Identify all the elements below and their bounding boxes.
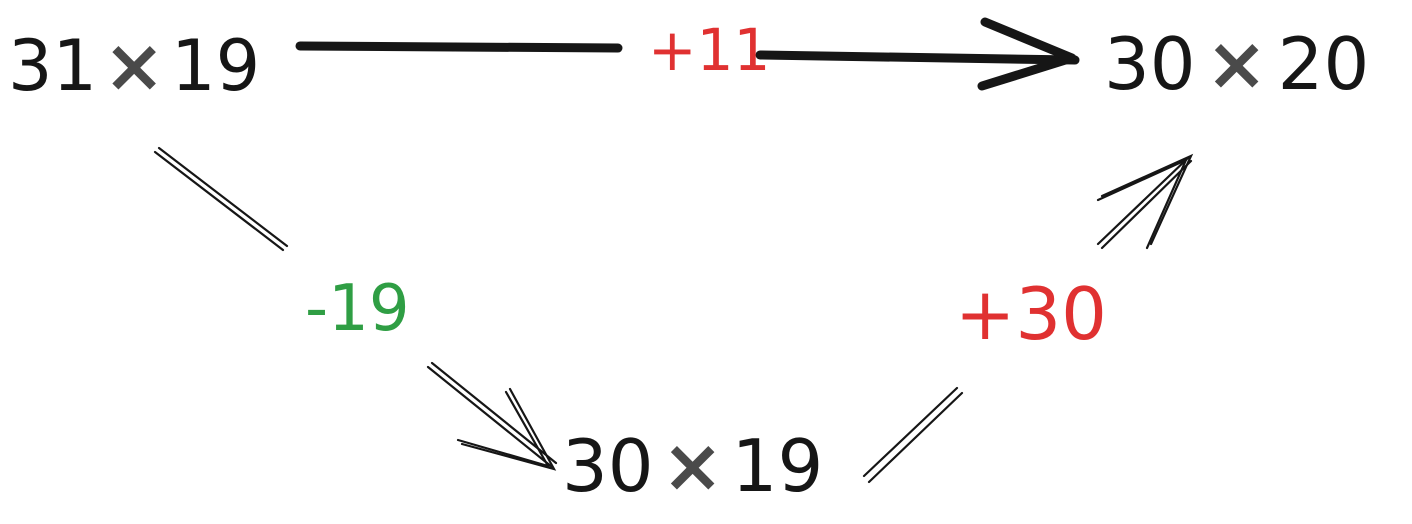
node-start: 31 × 19 bbox=[8, 23, 261, 109]
node-end: 30 × 20 bbox=[1104, 21, 1370, 107]
arrow-up-line-d bbox=[1100, 159, 1193, 250]
node-end-left-operand: 30 bbox=[1104, 22, 1196, 106]
edge-down-label: -19 bbox=[305, 272, 410, 346]
node-start-left-operand: 31 bbox=[8, 25, 98, 107]
node-end-times-operator: × bbox=[1205, 21, 1268, 107]
node-middle-times-operator: × bbox=[661, 423, 724, 509]
node-middle-left-operand: 30 bbox=[562, 424, 654, 508]
arrow-up-line-a bbox=[862, 386, 959, 478]
node-end-right-operand: 20 bbox=[1277, 22, 1370, 106]
arrow-down-line-d bbox=[430, 361, 558, 465]
arrow-up-head-b bbox=[1100, 153, 1194, 246]
arrow-down-line-b bbox=[157, 146, 289, 248]
arrow-direct bbox=[295, 17, 1080, 91]
arrow-up-head-a bbox=[1096, 157, 1189, 250]
node-middle-right-operand: 19 bbox=[731, 424, 824, 508]
node-start-times-operator: × bbox=[103, 23, 166, 109]
arrow-down-line-a bbox=[153, 150, 285, 252]
arrow-down bbox=[153, 146, 558, 471]
arrow-direct-head bbox=[977, 17, 1077, 91]
edge-direct-label: +11 bbox=[648, 16, 771, 84]
edge-up-label: +30 bbox=[955, 272, 1107, 356]
arrow-down-head-b bbox=[460, 387, 557, 471]
arrow-direct-shaft-right bbox=[755, 50, 1080, 65]
arrow-down-head-a bbox=[456, 390, 551, 468]
arrow-direct-shaft-left bbox=[295, 41, 623, 53]
arrow-up-line-c bbox=[1096, 156, 1190, 246]
arrow-up bbox=[862, 153, 1194, 484]
arrow-down-line-c bbox=[426, 365, 554, 469]
node-start-right-operand: 19 bbox=[171, 25, 261, 107]
arrow-up-line-b bbox=[867, 391, 964, 484]
node-middle: 30 × 19 bbox=[562, 423, 824, 509]
